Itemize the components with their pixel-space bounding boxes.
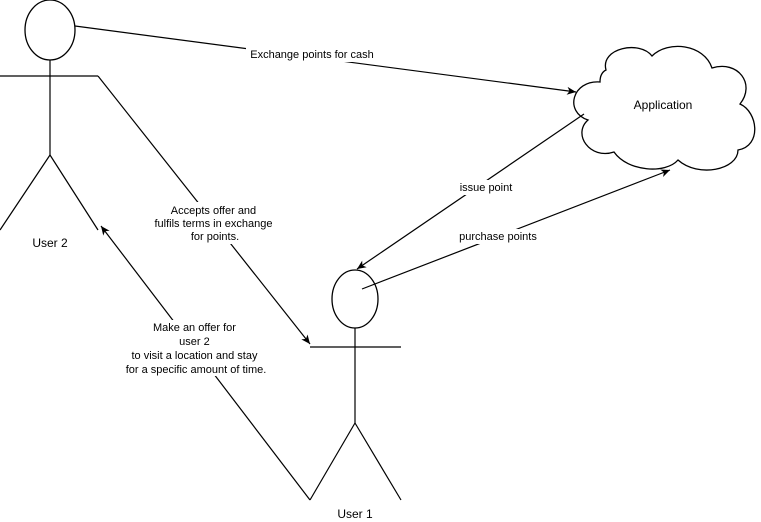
exchange-label: Exchange points for cash — [250, 49, 374, 61]
user2-head — [24, 0, 76, 61]
user1-left-leg — [309, 422, 356, 501]
offer-line-3: to visit a location and stay — [131, 350, 257, 362]
user2-label: User 2 — [32, 236, 68, 250]
purchase-label-bg — [456, 229, 540, 244]
accepts-label-bg — [152, 202, 278, 244]
offer-line-4: for a specific amount of time. — [126, 364, 267, 376]
offer-line-1: Make an offer for — [153, 322, 236, 334]
user2-actor[interactable] — [0, 0, 99, 231]
issue-label-bg — [455, 180, 517, 195]
offer-line-2: user 2 — [179, 336, 210, 348]
offer-label-bg — [118, 320, 274, 376]
user1-right-leg — [354, 422, 402, 501]
issue-label: issue point — [460, 182, 513, 194]
purchase-label: purchase points — [459, 231, 537, 243]
exchange-label-bg — [246, 46, 378, 62]
accepts-label: Accepts offer and fulfils terms in excha… — [154, 205, 275, 243]
offer-label: Make an offer for user 2 to visit a loca… — [126, 322, 267, 376]
user1-head — [331, 269, 379, 329]
application-label: Application — [634, 98, 693, 112]
accepts-line-2: fulfils terms in exchange — [154, 218, 272, 230]
accepts-line-3: for points. — [191, 231, 239, 243]
user1-label: User 1 — [337, 507, 373, 521]
user2-left-leg — [0, 154, 51, 231]
accepts-line-1: Accepts offer and — [171, 205, 256, 217]
application-cloud[interactable]: Application — [573, 45, 756, 171]
user2-right-leg — [49, 154, 99, 231]
cloud-shape — [573, 45, 756, 171]
user1-actor[interactable] — [309, 269, 402, 501]
